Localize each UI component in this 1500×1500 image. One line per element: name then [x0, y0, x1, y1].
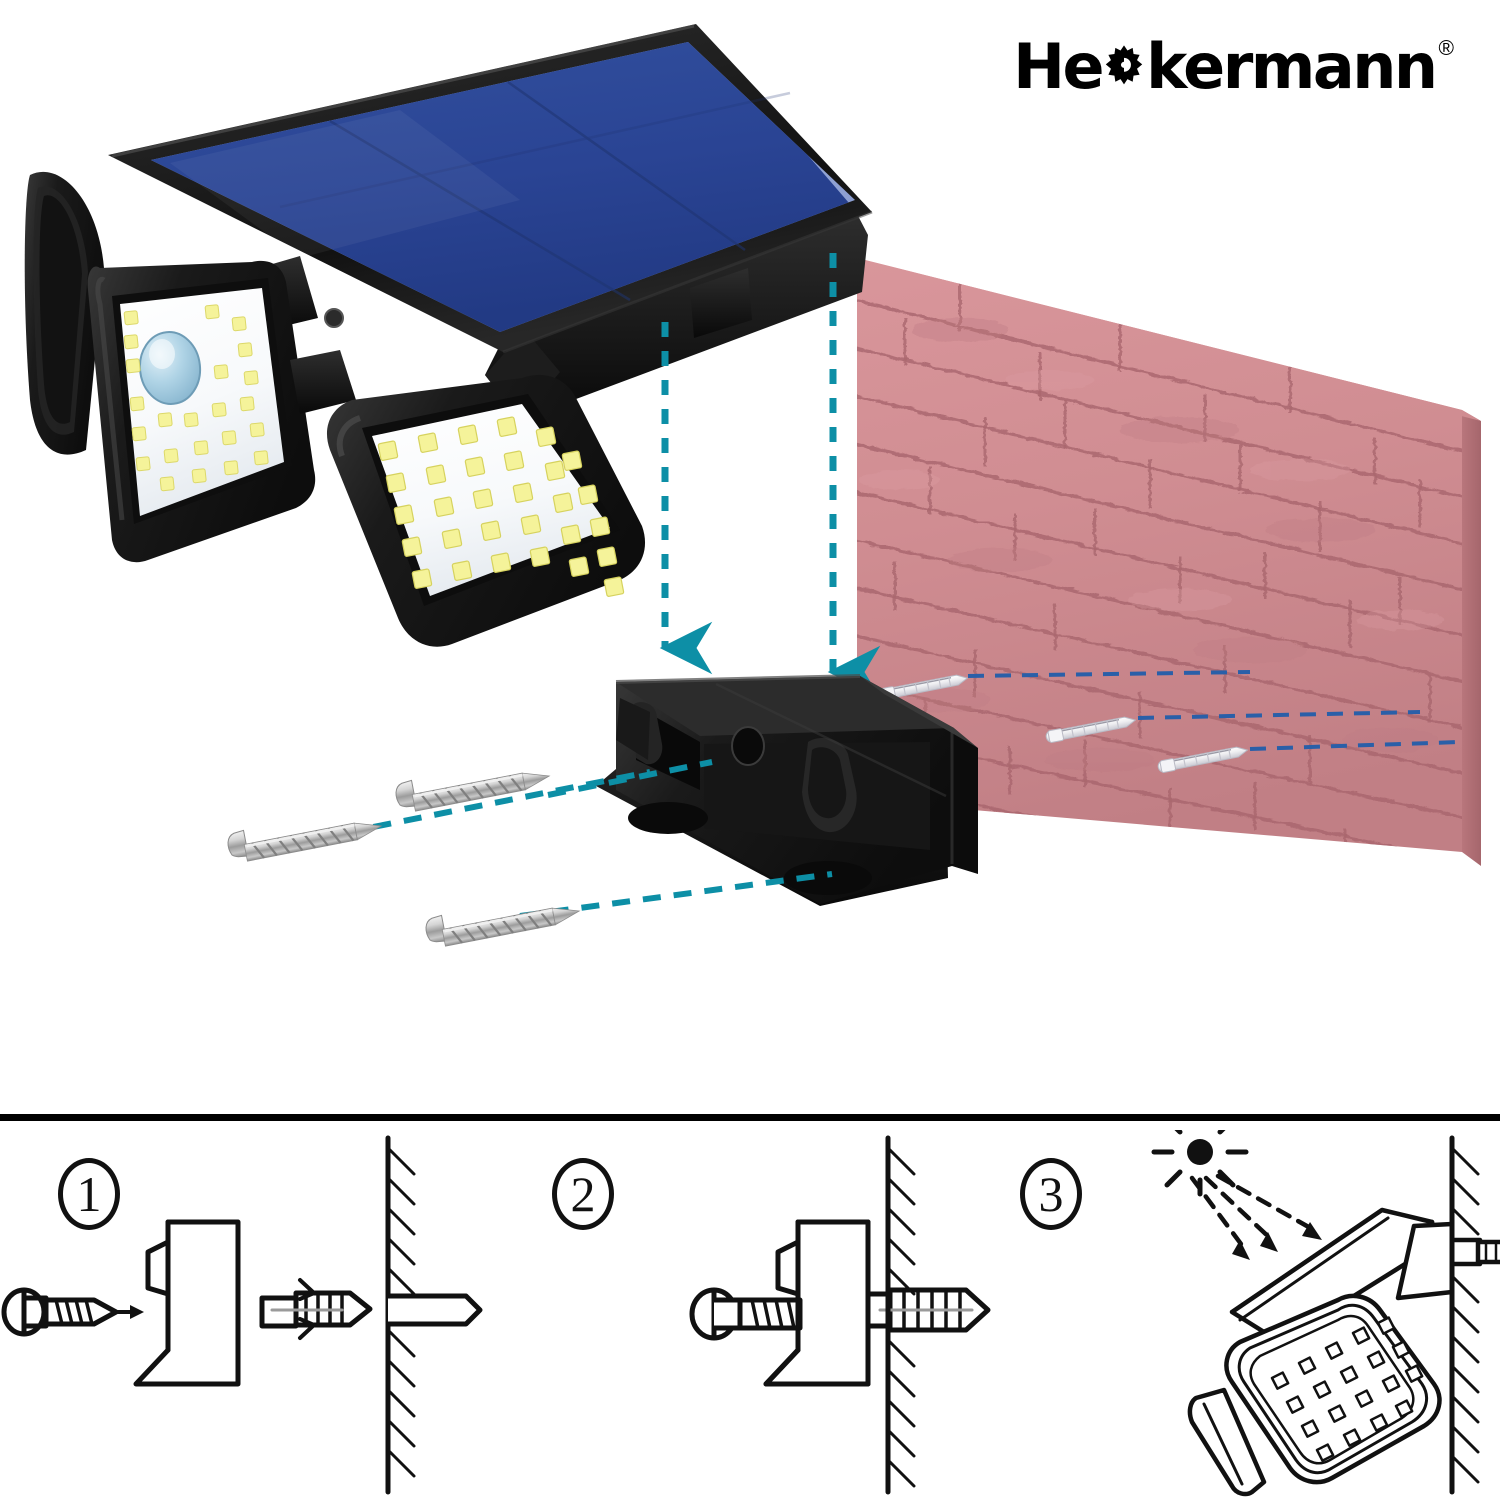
installation-steps: 1: [0, 1130, 1500, 1500]
led-head-side: [24, 171, 105, 455]
step-number-badge: 3: [1020, 1158, 1082, 1230]
led-head-center: [290, 308, 646, 647]
step-fasten-screw: 2: [500, 1130, 1000, 1500]
led-head-left: [87, 256, 318, 563]
brand-name-part2: kermann: [1146, 30, 1438, 103]
sunlight-rays: [1189, 1173, 1317, 1251]
step-1-illustration: [1, 1135, 483, 1495]
led-chips: [123, 304, 269, 492]
brand-wordmark: He kermann: [1013, 30, 1438, 103]
mounting-screws: [227, 759, 833, 947]
screw-guide-lines: [342, 759, 833, 919]
step-3-illustration: [1151, 1130, 1500, 1497]
step-2-illustration: [689, 1135, 991, 1495]
mounting-bracket: [596, 674, 978, 906]
step-number-badge: 1: [58, 1158, 120, 1230]
wall-anchor: [1045, 716, 1137, 743]
solar-cells: [279, 80, 791, 302]
step-mount-lamp: 3: [1000, 1130, 1500, 1500]
led-chips: [377, 416, 625, 597]
screw: [227, 822, 383, 862]
screw: [425, 907, 581, 947]
exploded-view-svg: [24, 24, 1481, 947]
brick-wall: [857, 258, 1481, 866]
brand-name-part1: He: [1013, 30, 1104, 103]
bracket-center-hole: [731, 726, 765, 766]
anchor-guide-lines: [967, 670, 1461, 751]
brand-logo: He kermann ®: [1013, 36, 1454, 98]
step-number-badge: 2: [552, 1158, 614, 1230]
solar-panel-assembly: [108, 24, 873, 420]
registered-trademark-icon: ®: [1438, 37, 1454, 60]
gear-c-icon: [1102, 41, 1146, 93]
step-insert-anchor: 1: [0, 1130, 500, 1500]
section-divider: [0, 1114, 1500, 1121]
assembly-direction-arrows: [659, 253, 881, 699]
exploded-view-scene: [24, 24, 1481, 947]
screw: [395, 772, 551, 812]
wall-anchor: [1157, 746, 1249, 773]
sun-icon: [1151, 1130, 1249, 1197]
